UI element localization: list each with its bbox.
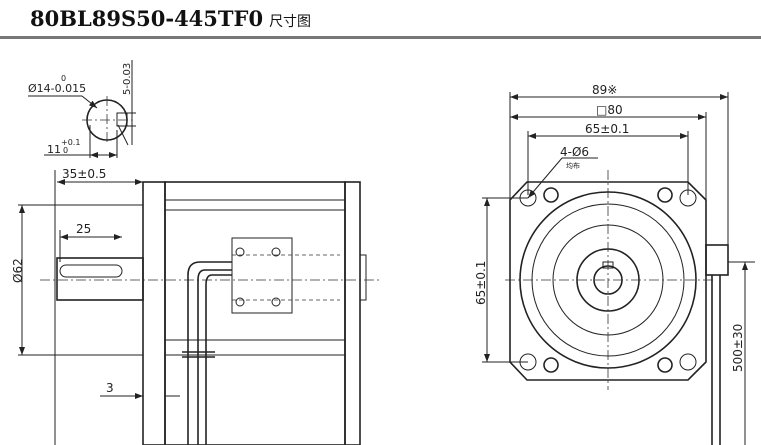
key-width-label: 5-0.03 [122, 63, 133, 95]
key-depth-label: 11 [47, 143, 61, 156]
title-suffix: 尺寸图 [269, 14, 312, 30]
shaft-section [28, 60, 136, 158]
shaft-diameter-label: Ø14-0.015 [28, 82, 86, 95]
hole-pitch-label: 65±0.1 [585, 122, 629, 136]
shaft-diameter-tol-upper: 0 [61, 74, 66, 83]
drawing-title: 80BL89S50-445TF0 尺寸图 [30, 6, 311, 31]
key-length-label: 25 [76, 222, 91, 236]
overall-width-label: 89※ [592, 83, 617, 97]
motor-side-view [18, 170, 380, 445]
motor-front-view [482, 92, 755, 445]
pilot-diameter-label: Ø62 [11, 258, 25, 283]
key-depth-tol-lower: 0 [63, 146, 68, 155]
flange-square-label: □80 [596, 103, 623, 117]
pilot-height-label: 3 [106, 381, 114, 395]
shaft-length-label: 35±0.5 [62, 167, 106, 181]
key-depth-tol-upper: +0.1 [61, 138, 80, 147]
model-number: 80BL89S50-445TF0 [30, 6, 264, 31]
hole-spec-label: 4-Ø6 [560, 145, 589, 159]
hole-pitch-vertical-label: 65±0.1 [474, 261, 488, 305]
title-divider [0, 36, 761, 39]
lead-length-label: 500±30 [731, 324, 745, 372]
hole-note-label: 均布 [566, 161, 580, 170]
